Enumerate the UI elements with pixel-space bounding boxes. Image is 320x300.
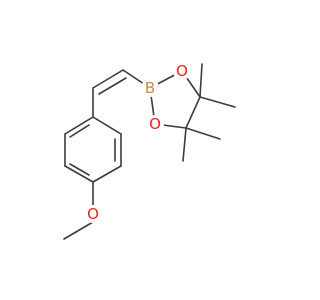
bond-cq1-methyl-right — [199, 96, 236, 108]
atom-labels: B O O O — [84, 62, 191, 223]
bond-cq1-methyl-up — [199, 63, 203, 98]
oxygen-upper-atom-label: O — [176, 62, 188, 80]
oxygen-lower-atom-label: O — [149, 115, 161, 133]
bond-cq2-methyl-down — [182, 127, 187, 162]
bond-cq1-cq2 — [185, 96, 201, 129]
boron-atom-label: B — [145, 79, 155, 97]
bond-ring-inner-3 — [69, 124, 90, 138]
bond-vinyl-double-b — [98, 77, 127, 95]
bond-cq2-methyl-right — [185, 127, 221, 140]
bond-ring-1 — [92, 116, 122, 135]
molecule-structure: B O O O — [63, 62, 236, 240]
bond-ring-4 — [64, 165, 94, 183]
bond-ring-6 — [64, 116, 94, 135]
bond-ring-inner-2 — [69, 163, 90, 176]
bond-ring-3 — [92, 165, 122, 183]
bond-vinyl-double-a — [92, 69, 124, 89]
bond-oxygen-methyl — [63, 221, 94, 240]
oxygen-methoxy-atom-label: O — [87, 205, 99, 223]
